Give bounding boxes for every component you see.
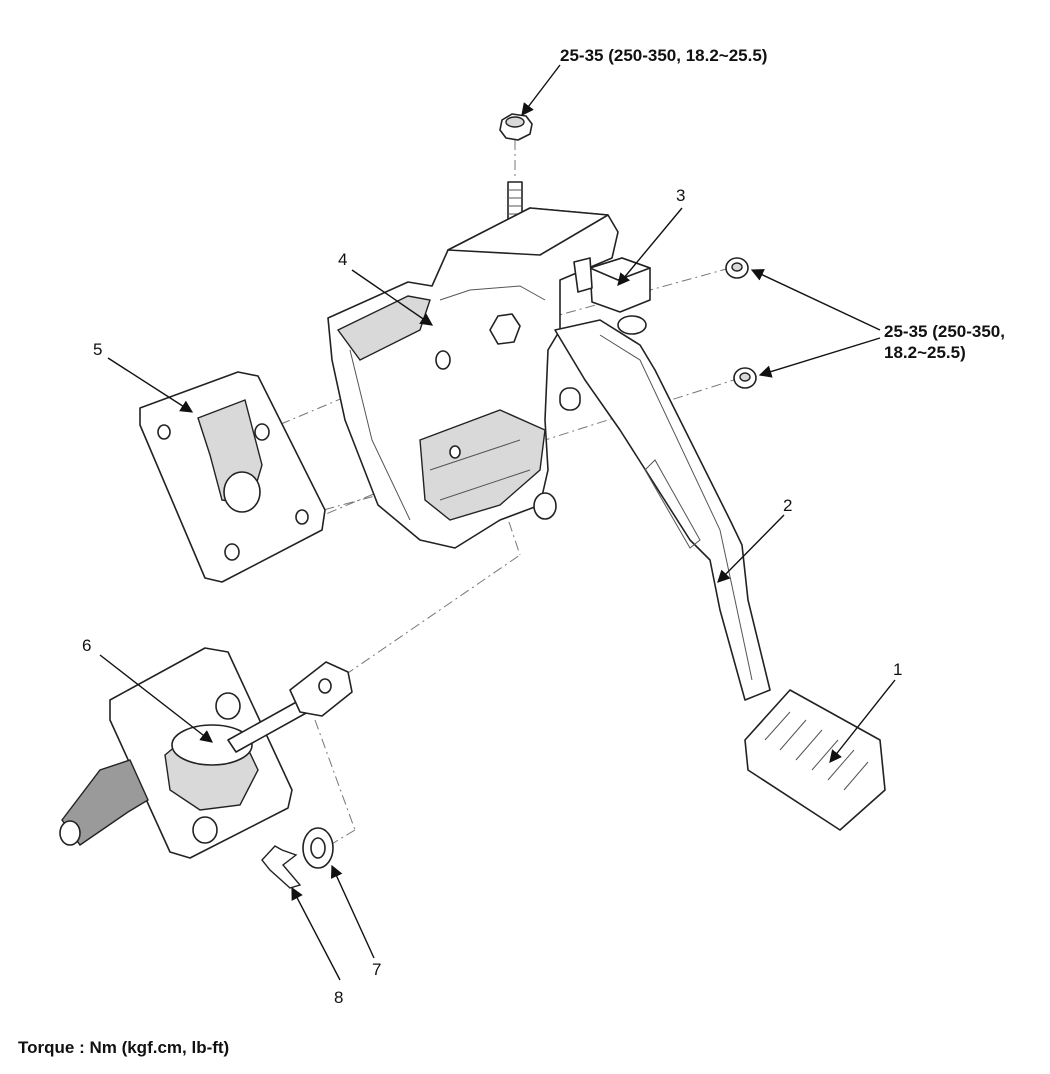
- side-nuts: [725, 257, 757, 389]
- callout-3: 3: [676, 186, 686, 205]
- mounting-plate: [139, 371, 326, 583]
- callout-6: 6: [82, 636, 92, 655]
- snap-pin: [261, 845, 302, 889]
- clutch-pedal-arm: [554, 319, 771, 701]
- torque-label-side-line1: 25-35 (250-350,: [884, 322, 1005, 341]
- pedal-bracket: [327, 207, 619, 549]
- pedal-switch: [573, 257, 651, 335]
- callout-5: 5: [93, 340, 103, 359]
- callout-1: 1: [893, 660, 903, 679]
- torque-label-top: 25-35 (250-350, 18.2~25.5): [560, 46, 768, 65]
- callout-4: 4: [338, 250, 348, 269]
- top-nut: [499, 113, 533, 141]
- callout-2: 2: [783, 496, 793, 515]
- callout-7: 7: [372, 960, 382, 979]
- torque-unit-footnote: Torque : Nm (kgf.cm, lb-ft): [18, 1038, 230, 1057]
- leader-arrows: [99, 64, 896, 981]
- washer: [302, 827, 334, 869]
- callout-8: 8: [334, 988, 344, 1007]
- master-cylinder: [59, 647, 353, 859]
- pedal-pad: [744, 689, 886, 831]
- torque-label-side-line2: 18.2~25.5): [884, 343, 966, 362]
